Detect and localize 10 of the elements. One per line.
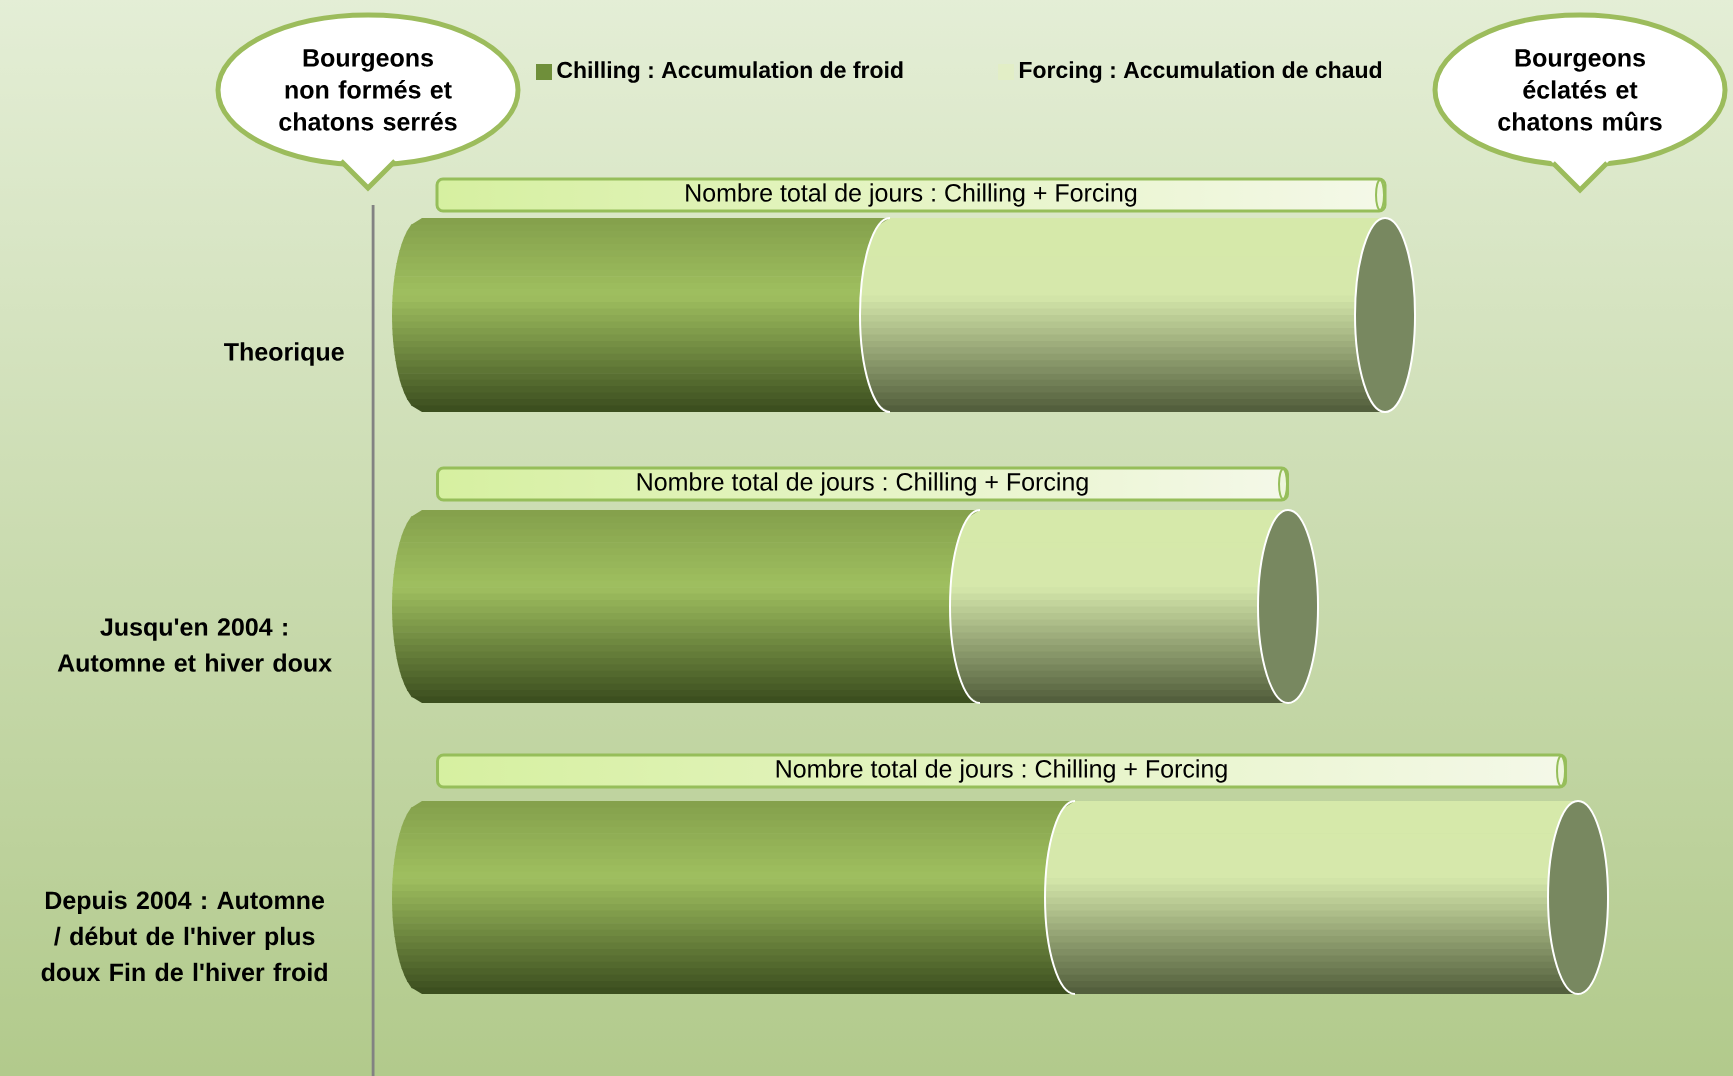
row-label: Theorique bbox=[224, 342, 344, 366]
speech-bubble: Bourgeons non formés et chatons serrés bbox=[215, 12, 521, 192]
row-label: Depuis 2004 : Automne / début de l'hiver plus doux Fin de l'hiver froid bbox=[41, 890, 327, 982]
legend-label: Forcing : Accumulation de chaud bbox=[1019, 61, 1382, 83]
total-days-bar: Nombre total de jours : Chilling + Forcing bbox=[436, 466, 1289, 502]
speech-bubble: Bourgeons éclatés et chatons mûrs bbox=[1432, 12, 1728, 194]
total-days-bar: Nombre total de jours : Chilling + Forcing bbox=[435, 177, 1387, 213]
legend-label: Chilling : Accumulation de froid bbox=[557, 61, 903, 83]
total-days-bar: Nombre total de jours : Chilling + Forcing bbox=[436, 753, 1567, 789]
row-label: Jusqu'en 2004 : Automne et hiver doux bbox=[57, 618, 332, 672]
